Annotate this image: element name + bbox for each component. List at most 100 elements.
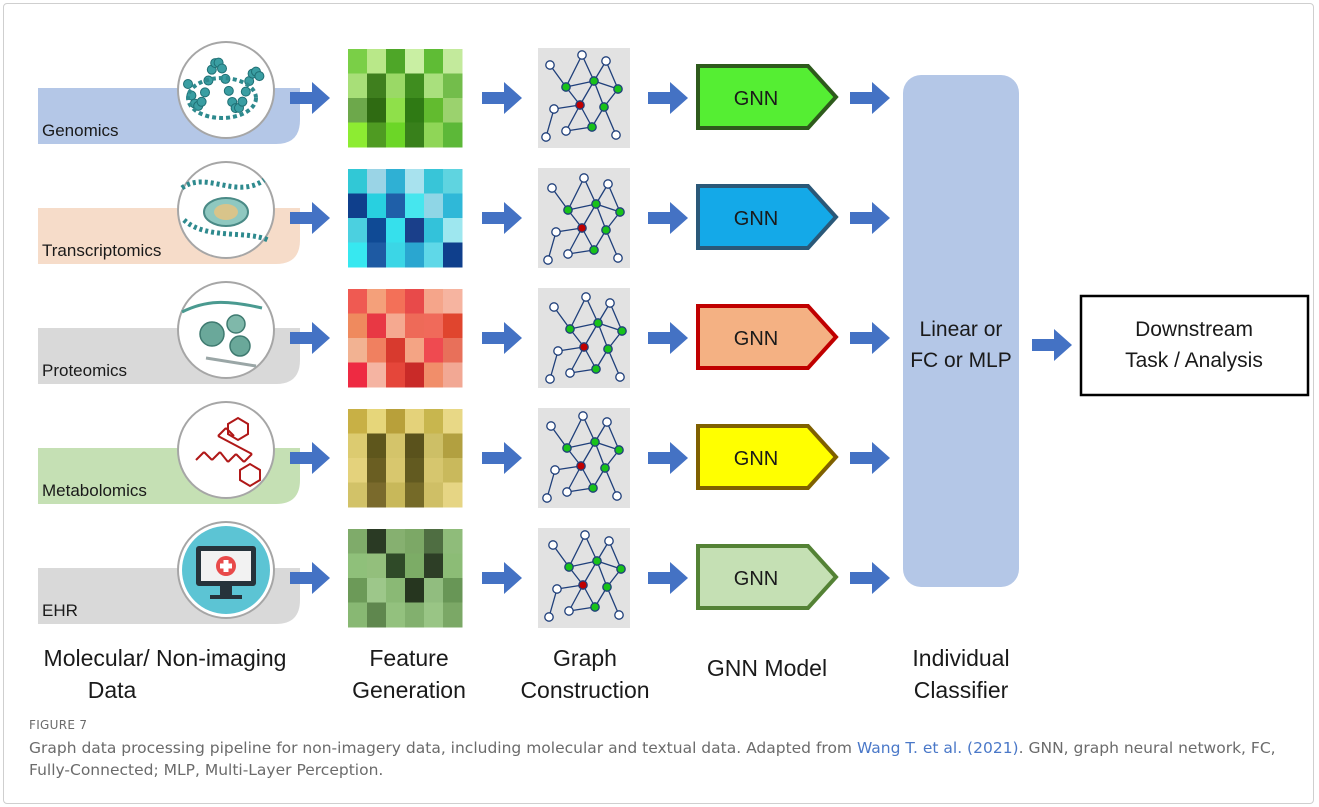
graph-edge bbox=[608, 540, 622, 570]
graph-node bbox=[611, 130, 621, 140]
feature-cell bbox=[405, 242, 425, 268]
graph-node bbox=[601, 225, 611, 235]
molecule-structure-icon bbox=[227, 453, 237, 463]
molecule-structure-icon bbox=[177, 401, 275, 499]
graph-edge bbox=[568, 584, 584, 612]
graph-node bbox=[562, 487, 572, 497]
feature-cell bbox=[443, 409, 463, 434]
feature-cell bbox=[405, 578, 425, 603]
downstream-label-line2: Task / Analysis bbox=[1125, 349, 1263, 372]
feature-cell bbox=[424, 458, 444, 483]
feature-cell bbox=[424, 553, 444, 579]
graph-edge bbox=[565, 54, 583, 88]
stage-label-data-line2: Data bbox=[88, 677, 137, 703]
feature-cell bbox=[443, 98, 463, 123]
feature-cell bbox=[348, 218, 368, 243]
feature-cell bbox=[424, 289, 444, 314]
feature-cell bbox=[443, 49, 463, 74]
feature-cell bbox=[443, 529, 463, 554]
feature-cell bbox=[443, 242, 463, 268]
graph-node bbox=[575, 100, 585, 110]
graph-edge bbox=[609, 302, 623, 332]
protein-complex-icon bbox=[181, 300, 263, 314]
feature-cell bbox=[348, 193, 368, 219]
graph-node bbox=[550, 465, 560, 475]
classifier-label-line1: Linear or bbox=[920, 318, 1003, 341]
graph-node bbox=[617, 326, 627, 336]
feature-cell bbox=[424, 338, 444, 363]
graph-node bbox=[612, 491, 622, 501]
graph-edge bbox=[569, 296, 587, 330]
dna-helix-icon bbox=[186, 76, 258, 120]
arrow-graph-to-gnn bbox=[648, 562, 688, 594]
feature-cell bbox=[405, 193, 425, 219]
graph-node bbox=[552, 584, 562, 594]
feature-cell bbox=[348, 362, 368, 388]
caption-text-before: Graph data processing pipeline for non-i… bbox=[29, 739, 857, 757]
graph-node bbox=[548, 540, 558, 550]
graph-edge bbox=[567, 177, 585, 211]
feature-cell bbox=[367, 218, 387, 243]
dna-helix-icon bbox=[200, 87, 210, 98]
feature-cell bbox=[386, 602, 406, 628]
feature-cell bbox=[405, 602, 425, 628]
gnn-model-block bbox=[696, 424, 839, 490]
feature-cell bbox=[386, 73, 406, 99]
arrow-data-to-feature bbox=[290, 322, 330, 354]
data-label-ehr: EHR bbox=[42, 601, 78, 620]
molecule-structure-icon bbox=[203, 451, 213, 461]
feature-cell bbox=[424, 242, 444, 268]
arrow-gnn-to-classifier bbox=[850, 202, 890, 234]
feature-cell bbox=[386, 218, 406, 243]
molecule-structure-icon bbox=[235, 453, 245, 463]
protein-complex-icon bbox=[229, 335, 251, 357]
graph-edge bbox=[549, 350, 559, 380]
graph-node bbox=[613, 253, 623, 263]
graph-node bbox=[580, 530, 590, 540]
feature-cell bbox=[386, 553, 406, 579]
feature-cell bbox=[443, 122, 463, 148]
feature-cell bbox=[405, 122, 425, 148]
feature-cell bbox=[367, 529, 387, 554]
protein-complex-icon bbox=[205, 356, 257, 368]
stage-label-data-line1: Molecular/ Non-imaging bbox=[44, 645, 287, 671]
graph-node bbox=[562, 443, 572, 453]
citation-link[interactable]: Wang T. et al. (2021) bbox=[856, 739, 1019, 757]
graph-node bbox=[602, 417, 612, 427]
arrow-graph-to-gnn bbox=[648, 202, 688, 234]
graph-node bbox=[615, 207, 625, 217]
figure-label: FIGURE 7 bbox=[29, 718, 88, 732]
molecule-structure-icon bbox=[227, 416, 249, 442]
stage-label-graph-line2: Construction bbox=[520, 677, 649, 703]
feature-cell bbox=[386, 122, 406, 148]
graph-node bbox=[604, 536, 614, 546]
feature-cell bbox=[405, 362, 425, 388]
feature-cell bbox=[386, 193, 406, 219]
stage-label-graph-line1: Graph bbox=[553, 645, 617, 671]
feature-cell bbox=[367, 578, 387, 603]
feature-cell bbox=[424, 362, 444, 388]
caption-text-after: . GNN, graph neural network, FC, Fully-C… bbox=[29, 739, 1276, 779]
arrow-feature-to-graph bbox=[482, 322, 522, 354]
feature-cell bbox=[367, 553, 387, 579]
feature-cell bbox=[348, 338, 368, 363]
feature-cell bbox=[424, 218, 444, 243]
feature-cell bbox=[386, 529, 406, 554]
protein-complex-icon bbox=[226, 314, 246, 334]
feature-cell bbox=[348, 482, 368, 508]
graph-node bbox=[549, 302, 559, 312]
arrow-classifier-to-downstream bbox=[1032, 329, 1072, 361]
graph-node bbox=[601, 56, 611, 66]
arrow-data-to-feature bbox=[290, 202, 330, 234]
graph-node bbox=[565, 368, 575, 378]
arrow-data-to-feature bbox=[290, 82, 330, 114]
feature-cell bbox=[405, 49, 425, 74]
feature-cell bbox=[386, 433, 406, 459]
stage-label-feature-line2: Generation bbox=[352, 677, 466, 703]
arrow-graph-to-gnn bbox=[648, 322, 688, 354]
arrow-gnn-to-classifier bbox=[850, 562, 890, 594]
feature-cell bbox=[367, 73, 387, 99]
arrow-feature-to-graph bbox=[482, 442, 522, 474]
stage-label-gnn: GNN Model bbox=[707, 655, 827, 681]
feature-cell bbox=[424, 602, 444, 628]
